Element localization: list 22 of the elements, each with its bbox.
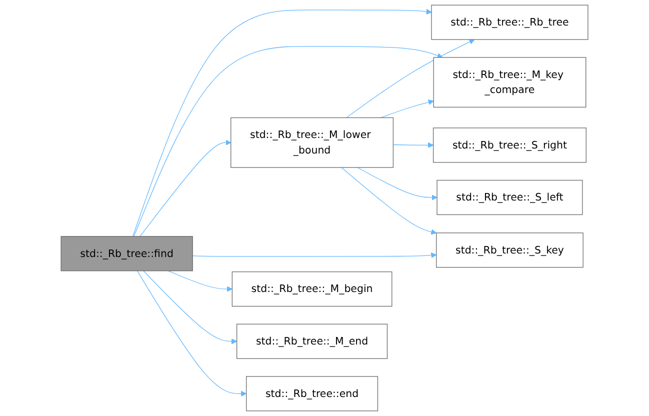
arrow: [136, 270, 247, 396]
node-box: std::_Rb_tree::_S_right: [432, 128, 586, 163]
node-box: std::_Rb_tree::end: [246, 376, 378, 412]
arrow: [346, 39, 475, 118]
arrow: [168, 270, 232, 292]
arrow: [192, 252, 437, 258]
arrow: [143, 270, 238, 344]
node-box: std::_Rb_tree::_M_begin: [232, 271, 392, 307]
node-box: std::_Rb_tree::_S_left: [436, 180, 583, 216]
arrow: [134, 46, 443, 237]
node-box: std::_Rb_tree::_Rb_tree: [431, 4, 588, 40]
node-box: std::_Rb_tree::_M_lower _bound: [230, 117, 394, 168]
arrow: [341, 167, 437, 235]
arrow: [140, 140, 232, 237]
node-box: std::_Rb_tree::_M_key _compare: [433, 57, 586, 108]
arrow: [380, 100, 434, 118]
arrow: [392, 142, 434, 148]
node-box: std::_Rb_tree::find: [60, 236, 193, 272]
node-box: std::_Rb_tree::_M_end: [236, 324, 388, 359]
node-box: std::_Rb_tree::_S_key: [436, 232, 584, 268]
arrow: [132, 8, 432, 237]
arrow: [357, 167, 438, 200]
